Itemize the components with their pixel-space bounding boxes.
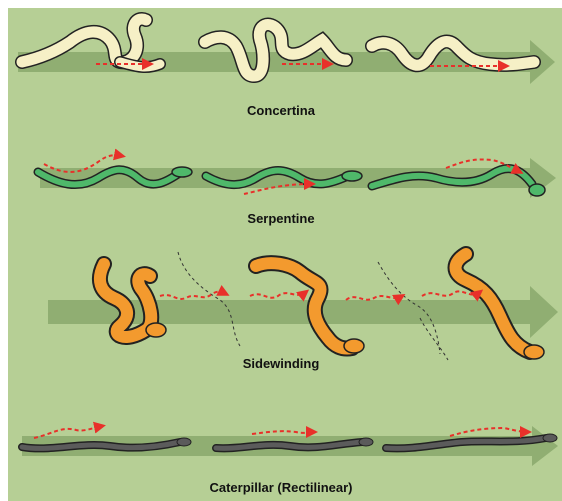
motion-arrow [346,296,402,300]
motion-arrow [422,291,480,296]
sidewinding-caption: Sidewinding [0,356,562,371]
track-line [420,318,448,360]
sidewinding-row [48,252,558,360]
caterpillar-caption: Caterpillar (Rectilinear) [0,480,562,495]
motion-arrow [252,431,314,434]
motion-arrow [250,292,306,298]
concertina-caption: Concertina [0,103,562,118]
serpentine-caption: Serpentine [0,211,562,226]
track-line [178,252,240,346]
serpentine-row [38,155,556,198]
caterpillar-row [22,426,558,466]
motion-arrow [450,428,528,436]
concertina-row [18,19,555,84]
